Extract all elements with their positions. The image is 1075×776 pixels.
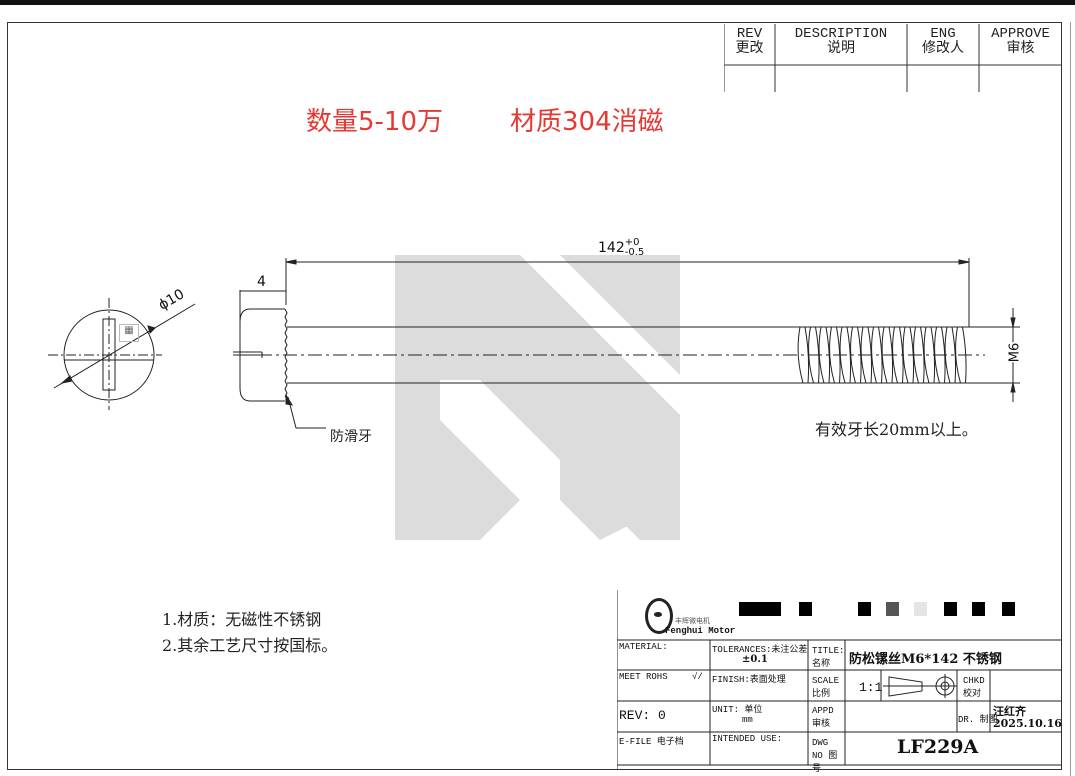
redacted-block	[886, 602, 899, 616]
rohs-mark: √/	[692, 672, 703, 682]
shank	[233, 326, 1020, 384]
title-block: 丰辉微电机 Fenghui Motor MATERIAL: TOLERANCES…	[617, 590, 1062, 774]
dr-label: DR. 制图	[958, 715, 998, 725]
tolerance-value: ±0.1	[742, 654, 768, 665]
redacted-block	[799, 602, 812, 616]
head-height-dimension: 4	[257, 274, 266, 290]
note-1: 1.材质：无磁性不锈钢	[162, 610, 322, 629]
redacted-block	[1002, 602, 1015, 616]
unit-value: mm	[742, 715, 753, 725]
redacted-block	[944, 602, 957, 616]
thread-turn	[923, 326, 936, 384]
unit-label: UNIT: 单位	[712, 705, 763, 715]
title-value: 防松镙丝M6*142 不锈钢	[849, 652, 1002, 667]
dwg-no-label: DWG NO 图号	[812, 738, 838, 774]
drawing-frame	[7, 22, 1062, 770]
thread-section	[797, 326, 967, 384]
thread-dimension: M6	[1007, 342, 1023, 363]
draw-date: 2025.10.16	[993, 717, 1062, 730]
thread-turn	[955, 326, 967, 384]
head-front-view	[48, 298, 196, 410]
rev-label: REV: 0	[619, 708, 666, 723]
material-note: 材质304消磁	[510, 107, 664, 137]
efile-label: E-FILE 电子档	[619, 737, 684, 747]
revision-table-lines	[724, 24, 1062, 92]
scale-label: SCALE 比例	[812, 676, 840, 699]
redacted-block	[972, 602, 985, 616]
head-side-view	[233, 258, 326, 429]
view-marker-icon: ▦	[119, 324, 139, 342]
antislip-label: 防滑牙	[330, 429, 372, 445]
appd-label: APPD 审核	[812, 706, 834, 729]
redacted-block	[858, 602, 871, 616]
chkd-label: CHKD 校对	[963, 676, 985, 699]
redacted-block	[914, 602, 927, 616]
top-bar	[0, 0, 1075, 5]
outer-frame-edge	[1070, 22, 1071, 776]
thread-length-note: 有效牙长20mm以上。	[815, 420, 978, 439]
title-label: TITLE:名称	[812, 646, 845, 669]
rohs-label: MEET ROHS	[619, 672, 668, 682]
quantity-note: 数量5-10万	[306, 107, 444, 137]
length-dimension: 142+0-0.5	[598, 237, 645, 258]
tolerances-label: TOLERANCES:未注公差	[712, 645, 808, 655]
finish-label: FINISH:表面处理	[712, 675, 786, 685]
watermark-shapes	[395, 255, 680, 540]
drafter-name: 汪红齐	[993, 705, 1026, 718]
drawing-number: LF229A	[897, 736, 979, 758]
company-logo-icon	[645, 598, 673, 634]
note-2: 2.其余工艺尺寸按国标。	[162, 636, 338, 655]
scale-value: 1:1	[859, 680, 883, 695]
company-name-en: Fenghui Motor	[665, 626, 736, 636]
material-label: MATERIAL:	[619, 642, 668, 652]
title-block-lines	[617, 590, 1061, 770]
intended-use-label: INTENDED USE:	[712, 734, 783, 744]
company-name-cn: 丰辉微电机	[675, 618, 710, 626]
redacted-block	[739, 602, 781, 616]
